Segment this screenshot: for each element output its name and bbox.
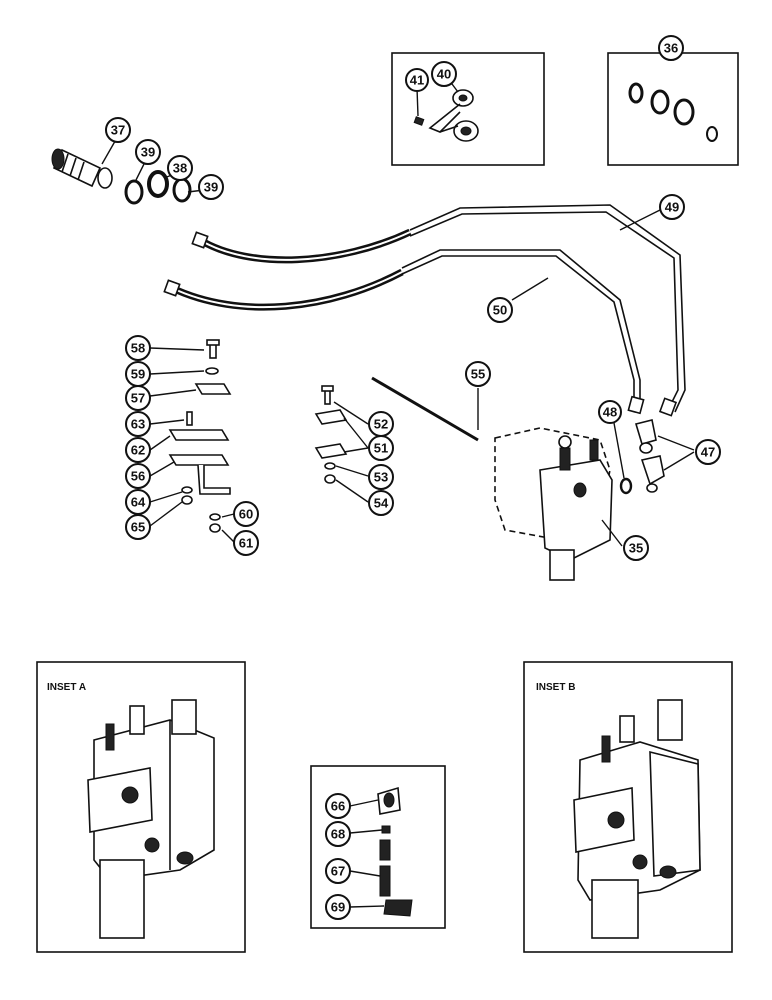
- inset-b-frame: [523, 661, 733, 953]
- svg-text:39: 39: [141, 145, 155, 160]
- callout-48: 48: [598, 400, 622, 424]
- hose-49: [191, 204, 686, 417]
- inset-a-label: INSET A: [47, 682, 86, 693]
- hose-50: [163, 249, 645, 415]
- o-ring-set-part: [628, 82, 718, 142]
- callout-58: 58: [125, 335, 151, 361]
- svg-text:55: 55: [471, 367, 485, 382]
- svg-text:50: 50: [493, 303, 507, 318]
- svg-text:63: 63: [131, 417, 145, 432]
- callout-67: 67: [325, 858, 351, 884]
- mounting-hardware-part: [168, 339, 232, 533]
- svg-text:48: 48: [603, 405, 617, 420]
- callout-39: 39: [198, 174, 224, 200]
- callout-62: 62: [125, 437, 151, 463]
- svg-text:47: 47: [701, 445, 715, 460]
- svg-text:56: 56: [131, 469, 145, 484]
- svg-text:59: 59: [131, 367, 145, 382]
- svg-text:40: 40: [437, 67, 451, 82]
- callout-68: 68: [325, 821, 351, 847]
- tie-rod-part: [371, 376, 479, 442]
- svg-text:58: 58: [131, 341, 145, 356]
- svg-text:36: 36: [664, 41, 678, 56]
- ring-part: [124, 179, 144, 205]
- svg-text:64: 64: [131, 495, 146, 510]
- svg-text:52: 52: [374, 417, 388, 432]
- callout-54: 54: [368, 490, 394, 516]
- svg-text:53: 53: [374, 470, 388, 485]
- callout-61: 61: [233, 530, 259, 556]
- callout-57: 57: [125, 385, 151, 411]
- svg-text:38: 38: [173, 161, 187, 176]
- callout-41: 41: [405, 68, 429, 92]
- callout-53: 53: [368, 464, 394, 490]
- ring-part: [172, 177, 192, 203]
- callout-47: 47: [695, 439, 721, 465]
- callout-40: 40: [431, 61, 457, 87]
- svg-text:68: 68: [331, 827, 345, 842]
- callout-38: 38: [167, 155, 193, 181]
- clip-hardware-part: [314, 385, 348, 484]
- svg-text:65: 65: [131, 520, 145, 535]
- callout-64: 64: [125, 489, 151, 515]
- inset-a-frame: [36, 661, 246, 953]
- inset-b-valve: [573, 699, 701, 939]
- svg-text:57: 57: [131, 391, 145, 406]
- callout-37: 37: [105, 117, 131, 143]
- callout-50: 50: [487, 297, 513, 323]
- callout-66: 66: [325, 793, 351, 819]
- svg-text:62: 62: [131, 443, 145, 458]
- callout-39: 39: [135, 139, 161, 165]
- coupler-part: [51, 148, 113, 189]
- callout-56: 56: [125, 463, 151, 489]
- callout-52: 52: [368, 411, 394, 437]
- o-ring-48: [619, 477, 633, 495]
- svg-text:41: 41: [410, 73, 424, 88]
- elbow-fitting-part: [634, 419, 665, 493]
- svg-text:67: 67: [331, 864, 345, 879]
- svg-text:66: 66: [331, 799, 345, 814]
- svg-text:39: 39: [204, 180, 218, 195]
- svg-text:69: 69: [331, 900, 345, 915]
- detail-box-40-41: [391, 52, 545, 166]
- detail-box-66-69: [310, 765, 446, 929]
- callout-35: 35: [623, 535, 649, 561]
- svg-text:60: 60: [239, 507, 253, 522]
- callout-60: 60: [233, 501, 259, 527]
- detent-kit-part: [377, 786, 413, 917]
- callout-55: 55: [465, 361, 491, 387]
- svg-text:61: 61: [239, 536, 253, 551]
- callout-59: 59: [125, 361, 151, 387]
- svg-text:51: 51: [374, 441, 388, 456]
- callout-51: 51: [368, 435, 394, 461]
- callout-49: 49: [659, 194, 685, 220]
- lever-linkage-part: [413, 89, 479, 142]
- control-valve-part: [494, 427, 613, 581]
- ring-part: [147, 170, 169, 198]
- svg-text:35: 35: [629, 541, 643, 556]
- callout-63: 63: [125, 411, 151, 437]
- detail-box-36: [607, 52, 739, 166]
- callout-69: 69: [325, 894, 351, 920]
- svg-text:54: 54: [374, 496, 389, 511]
- svg-text:37: 37: [111, 123, 125, 138]
- callout-36: 36: [658, 35, 684, 61]
- inset-b-label: INSET B: [536, 682, 575, 693]
- callout-65: 65: [125, 514, 151, 540]
- inset-a-valve: [87, 699, 215, 939]
- svg-text:49: 49: [665, 200, 679, 215]
